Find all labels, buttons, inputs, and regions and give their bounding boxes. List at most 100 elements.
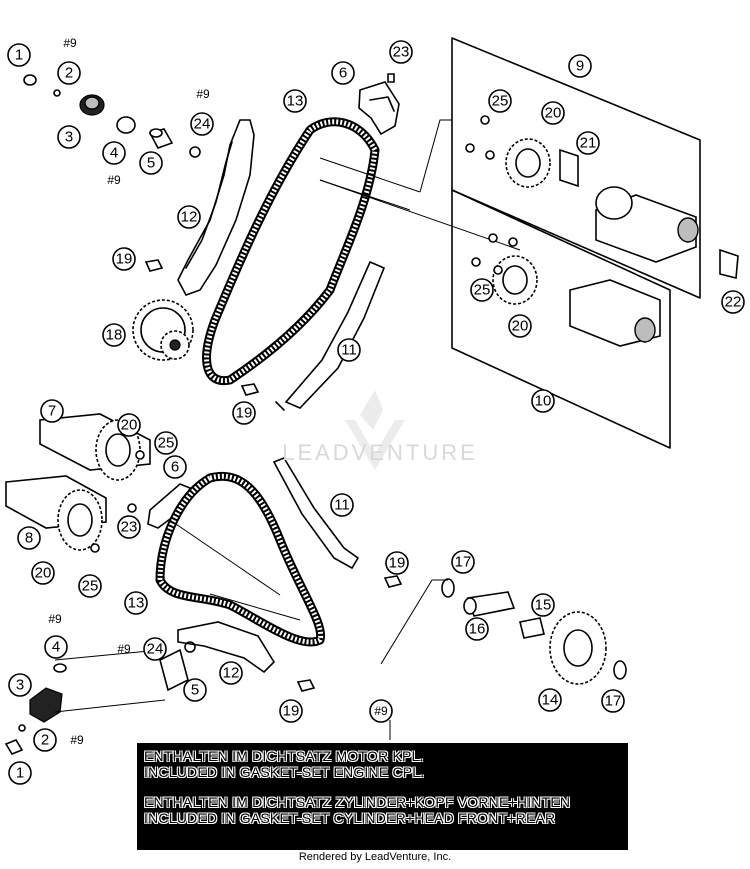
callout-6: 6 [331, 61, 355, 85]
part-3-tensioner-plug-top [79, 94, 105, 116]
camshaft-8 [5, 475, 107, 551]
part-13-timing-chain-bottom [155, 471, 326, 647]
svg-text:#9: #9 [374, 704, 388, 718]
svg-text:19: 19 [283, 703, 300, 720]
svg-text:5: 5 [147, 155, 155, 172]
callout-3: 3 [8, 673, 32, 697]
svg-text:#9: #9 [63, 36, 77, 50]
svg-text:1: 1 [15, 47, 23, 64]
svg-text:21: 21 [580, 135, 597, 152]
gasket-note-line-1: ENTHALTEN IM DICHTSATZ MOTOR KPL. [144, 748, 424, 764]
callout-24: 24 [190, 112, 214, 136]
part-11-guide-rail-bottom [272, 457, 360, 570]
svg-text:11: 11 [334, 497, 350, 514]
callout-9: #9 [117, 642, 131, 656]
svg-text:9: 9 [576, 58, 584, 75]
callout-16: 16 [465, 617, 489, 641]
part-2-washer-top [53, 89, 61, 97]
part-15-bushing [519, 617, 545, 639]
callout-13: 13 [124, 591, 148, 615]
callout-9: 9 [568, 54, 592, 78]
callout-21: 21 [576, 131, 600, 155]
svg-text:17: 17 [605, 693, 622, 710]
watermark-text: LEADVENTURE [282, 440, 478, 465]
callout-1: 1 [7, 43, 31, 67]
part-19-screw-b [240, 383, 260, 396]
part-19-screw-a [144, 259, 164, 272]
callout-9: #9 [369, 699, 393, 723]
part-1-screw-bottom [4, 739, 24, 755]
svg-text:18: 18 [106, 327, 123, 344]
callout-19: 19 [385, 551, 409, 575]
svg-text:24: 24 [147, 641, 164, 658]
callout-1: 1 [8, 761, 32, 785]
part-16-sleeve [463, 591, 516, 617]
callout-9: #9 [196, 87, 210, 101]
svg-text:11: 11 [341, 342, 357, 359]
part-5-spring-piston-bottom [159, 648, 189, 692]
part-1-screw-top [23, 74, 37, 86]
callout-6: 6 [163, 455, 187, 479]
svg-text:#9: #9 [70, 733, 84, 747]
svg-text:16: 16 [469, 621, 486, 638]
svg-text:1: 1 [16, 765, 24, 782]
svg-text:6: 6 [339, 65, 347, 82]
part-24-oring-top [189, 146, 201, 158]
gasket-note-line-4: INCLUDED IN GASKET-SET CYLINDER+HEAD FRO… [144, 810, 556, 826]
part-19-screw-c [383, 575, 403, 588]
svg-text:#9: #9 [117, 642, 131, 656]
callout-25: 25 [488, 89, 512, 113]
callout-11: 11 [330, 493, 354, 517]
callout-13: 13 [283, 89, 307, 113]
callout-3: 3 [57, 125, 81, 149]
svg-text:20: 20 [121, 417, 138, 434]
svg-text:25: 25 [158, 435, 175, 452]
part-6-chain-guide-top [358, 81, 400, 136]
callout-24: 24 [143, 637, 167, 661]
callout-12: 12 [177, 205, 201, 229]
footer-credit: Rendered by LeadVenture, Inc. [298, 851, 452, 863]
part-3-tensioner-plug-bottom [29, 687, 63, 723]
callout-4: 4 [102, 141, 126, 165]
part-17-washer-a [441, 578, 455, 598]
svg-text:23: 23 [393, 44, 410, 61]
callout-25: 25 [78, 574, 102, 598]
callout-9: #9 [63, 36, 77, 50]
part-4-oring-top [116, 116, 136, 134]
svg-text:#9: #9 [196, 87, 210, 101]
part-13-timing-chain-top [202, 117, 380, 386]
part-17-washer-b [613, 660, 627, 680]
callouts: 1 #9 2 3 4 #9 5 #9 24 23 6 13 9 25 20 21… [7, 36, 745, 785]
svg-text:4: 4 [110, 145, 118, 162]
part-11-guide-rail-top [275, 260, 386, 411]
callout-9: #9 [107, 173, 121, 187]
callout-11: 11 [337, 338, 361, 362]
camshaft-10 [492, 255, 661, 347]
svg-text:3: 3 [16, 677, 24, 694]
svg-text:10: 10 [535, 393, 552, 410]
callout-19: 19 [232, 401, 256, 425]
callout-19: 19 [279, 699, 303, 723]
callout-22: 22 [721, 290, 745, 314]
camshaft-9 [505, 138, 699, 263]
svg-text:12: 12 [181, 209, 198, 226]
callout-14: 14 [538, 688, 562, 712]
callout-2: 2 [57, 61, 81, 85]
svg-text:19: 19 [389, 555, 406, 572]
svg-text:25: 25 [474, 282, 491, 299]
gasket-note-line-2: INCLUDED IN GASKET-SET ENGINE CPL. [144, 764, 425, 780]
part-2-washer-bottom [18, 724, 26, 732]
callout-23: 23 [117, 515, 141, 539]
svg-text:2: 2 [65, 65, 73, 82]
svg-text:6: 6 [171, 459, 179, 476]
callout-7: 7 [40, 399, 64, 423]
callout-19: 19 [112, 247, 136, 271]
callout-18: 18 [102, 323, 126, 347]
svg-text:22: 22 [725, 294, 742, 311]
callout-17: 17 [601, 689, 625, 713]
callout-4: 4 [44, 635, 68, 659]
part-24-oring-bottom [184, 641, 196, 653]
svg-text:17: 17 [455, 554, 472, 571]
group-10-box [451, 189, 671, 449]
